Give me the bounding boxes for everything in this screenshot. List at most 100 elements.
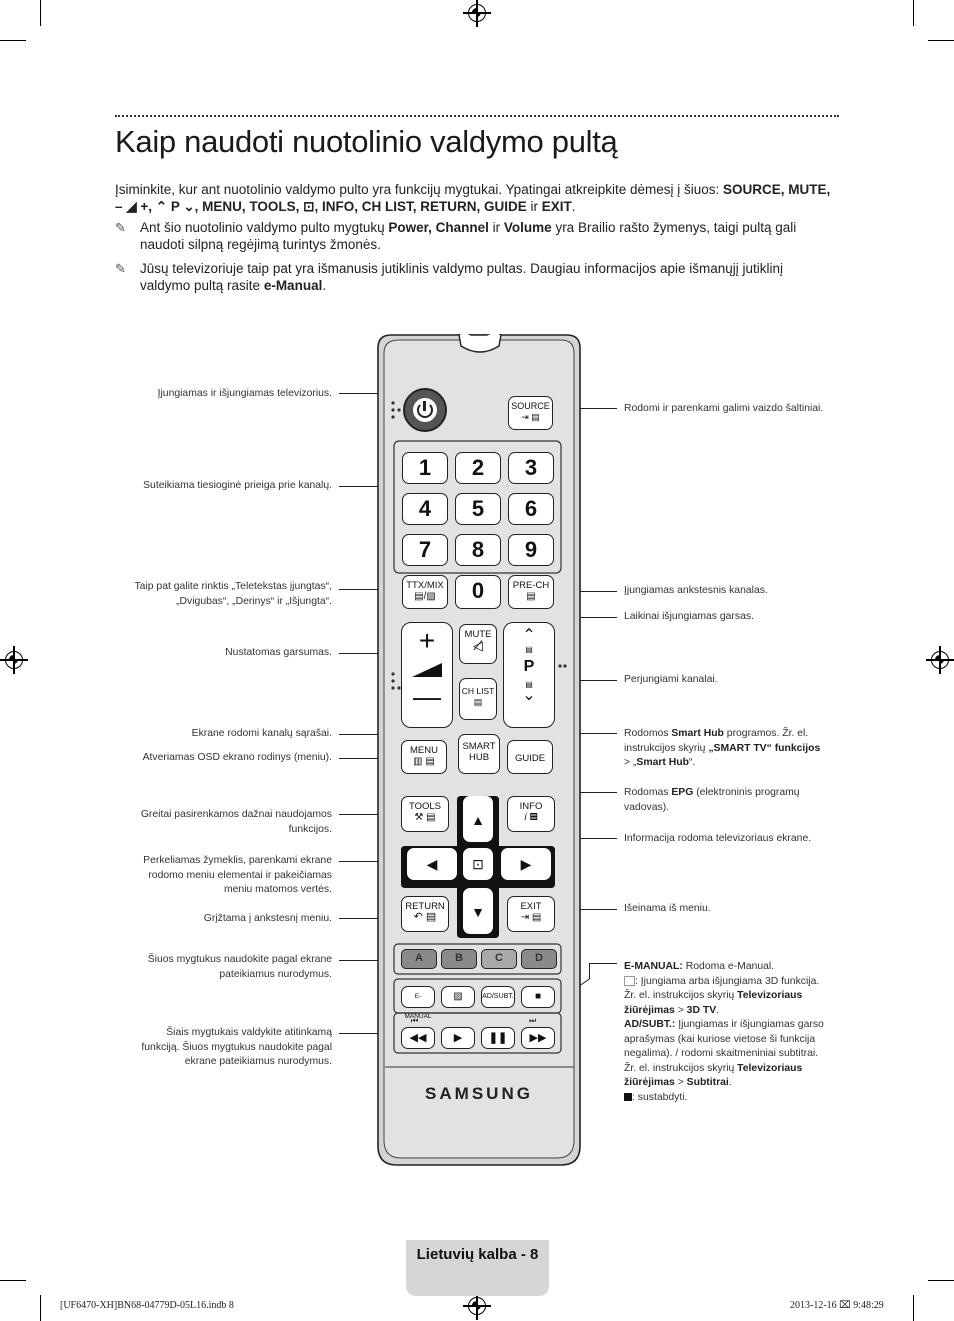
pause-button[interactable]: ❚❚	[481, 1027, 515, 1049]
e-manual-button[interactable]: E-MANUAL	[401, 986, 435, 1020]
channel-down-icon: ⌄	[522, 687, 536, 704]
down-arrow-button[interactable]: ▼	[463, 888, 493, 934]
title-rule	[115, 115, 839, 117]
return-button[interactable]: RETURN ↶ ▤	[401, 896, 449, 932]
lbl-text: vadovas).	[624, 801, 670, 813]
up-arrow-icon: ▲	[471, 812, 485, 828]
lbl-text: >	[674, 1077, 687, 1088]
lbl-text: > „	[624, 757, 637, 768]
intro-end: .	[571, 199, 576, 214]
registration-mark-icon	[0, 646, 28, 674]
3d-icon	[624, 975, 635, 986]
color-button-b[interactable]: B	[441, 949, 477, 969]
crop-mark	[40, 0, 41, 26]
print-date-text: 2013-12-16	[790, 1300, 840, 1311]
lbl-text: .	[728, 1077, 732, 1088]
mute-button[interactable]: MUTE ◁̸	[459, 624, 497, 664]
digit-9-button[interactable]: 9	[508, 534, 554, 566]
rewind-icon: ◀◀	[409, 1032, 427, 1044]
page-number-tab	[406, 1240, 549, 1296]
left-arrow-button[interactable]: ◀	[407, 848, 457, 880]
volume-rocker[interactable]: + —	[401, 622, 453, 728]
digit-1-button[interactable]: 1	[402, 452, 448, 484]
remote-control: SOURCE ⇥ ▤ 1 2 3 4 5 6 7 8 9 TTX/MIX ▤/▨…	[377, 334, 581, 1166]
label-exit: Išeinama iš meniu.	[624, 903, 711, 914]
exit-button[interactable]: EXIT ⇥ ▤	[507, 896, 555, 932]
ch-list-button[interactable]: CH LIST ▤	[459, 678, 497, 720]
leader-line	[339, 960, 397, 961]
color-button-c[interactable]: C	[481, 949, 517, 969]
samsung-logo: SAMSUNG	[425, 1084, 533, 1103]
stop-icon	[624, 1092, 632, 1101]
digit-8-button[interactable]: 8	[455, 534, 501, 566]
label-chlist: Ekrane rodomi kanalų sąrašai.	[191, 728, 332, 739]
label-power: Įjungiamas ir išjungiamas televizorius.	[157, 388, 332, 399]
label-color-line: pateikiamus nurodymus.	[219, 968, 332, 980]
label-prech: Įjungiamas ankstesnis kanalas.	[624, 585, 768, 596]
play-button[interactable]: ▶	[441, 1027, 475, 1049]
digit-7-button[interactable]: 7	[402, 534, 448, 566]
stop-button[interactable]: ■	[521, 986, 555, 1008]
note-icon: ✎	[115, 220, 126, 235]
channel-rocker[interactable]: ⌃ ▤ P ▤ ⌄	[503, 622, 555, 728]
digit-2-button[interactable]: 2	[455, 452, 501, 484]
leader-line	[553, 591, 617, 592]
crop-mark	[0, 40, 26, 41]
stop-icon: ■	[534, 991, 542, 1002]
teletext-icon: ▤/▨	[414, 591, 436, 602]
leader-line	[548, 792, 617, 793]
label-ttx: Taip pat galite rinktis „Teletekstas įju…	[80, 580, 332, 609]
volume-up-icon: +	[418, 625, 436, 656]
enter-button[interactable]: ⊡	[463, 848, 493, 880]
digit-3-button[interactable]: 3	[508, 452, 554, 484]
pre-ch-button[interactable]: PRE-CH ▤	[508, 575, 554, 609]
emanual-link[interactable]: e-Manual	[263, 278, 323, 293]
rewind-button[interactable]: ◀◀	[401, 1027, 435, 1049]
label-nav-line: meniu matomos vertės.	[224, 884, 332, 895]
color-button-d[interactable]: D	[521, 949, 557, 969]
fast-forward-label-icon: ⏭	[529, 1016, 537, 1025]
exit-label: EXIT	[520, 901, 542, 912]
lbl-text: >	[674, 1004, 687, 1016]
registration-mark-icon	[463, 0, 491, 27]
smart-hub-button[interactable]: SMART HUB	[458, 734, 500, 774]
color-button-a[interactable]: A	[401, 949, 437, 969]
page-title: Kaip naudoti nuotolinio valdymo pultą	[115, 124, 618, 159]
digit-5-button[interactable]: 5	[455, 493, 501, 525]
ad-subt-button[interactable]: AD/SUBT.	[481, 986, 515, 1008]
lbl-text: negalima). / rodomi skaitmeniniai subtit…	[624, 1048, 819, 1059]
tools-button[interactable]: TOOLS ⚒ ▤	[401, 796, 449, 832]
digit-0-button[interactable]: 0	[455, 575, 501, 609]
label-nav-line: Perkeliamas žymeklis, parenkami ekrane	[143, 855, 332, 866]
lbl-text: “.	[688, 757, 696, 768]
channel-down-sub-icon: ▤	[525, 680, 533, 689]
print-time-text: 9:48:29	[853, 1300, 884, 1311]
label-ttx-line: „Dvigubas“, „Derinys“ ir „Išjungta“.	[176, 595, 332, 607]
info-button[interactable]: INFO 𝑖 ▤	[507, 796, 555, 832]
guide-button[interactable]: GUIDE	[507, 740, 553, 774]
digit-6-button[interactable]: 6	[508, 493, 554, 525]
label-media-line: funkciją. Šiuos mygtukus naudokite pagal	[141, 1041, 332, 1053]
ttx-mix-button[interactable]: TTX/MIX ▤/▨	[402, 575, 448, 609]
crop-mark	[928, 1280, 954, 1281]
tools-icon: ⚒ ▤	[414, 812, 436, 823]
3d-button[interactable]: ▨	[441, 986, 475, 1008]
channel-up-sub-icon: ▤	[525, 645, 533, 654]
lbl-text: Įjungiamas ir išjungiamas garso	[675, 1019, 824, 1030]
right-arrow-button[interactable]: ▶	[501, 848, 551, 880]
digit-4-button[interactable]: 4	[402, 493, 448, 525]
up-arrow-button[interactable]: ▲	[463, 796, 493, 842]
note-text: ir	[488, 220, 504, 235]
label-menu: Atveriamas OSD ekrano rodinys (meniu).	[142, 752, 332, 763]
fast-forward-button[interactable]: ▶▶	[521, 1027, 555, 1049]
right-arrow-icon: ▶	[520, 856, 532, 872]
lbl-bold: Smart Hub	[636, 757, 689, 768]
leader-line	[339, 486, 395, 487]
intro-keys: SOURCE, MUTE,	[723, 182, 831, 197]
label-info: Informacija rodoma televizoriaus ekrane.	[624, 833, 812, 844]
intro-text: Įsiminkite, kur ant nuotolinio valdymo p…	[115, 182, 724, 197]
return-icon: ↶ ▤	[413, 911, 437, 923]
menu-button[interactable]: MENU ▥ ▤	[401, 740, 447, 774]
source-button[interactable]: SOURCE ⇥ ▤	[508, 396, 553, 430]
power-button[interactable]	[403, 388, 447, 432]
